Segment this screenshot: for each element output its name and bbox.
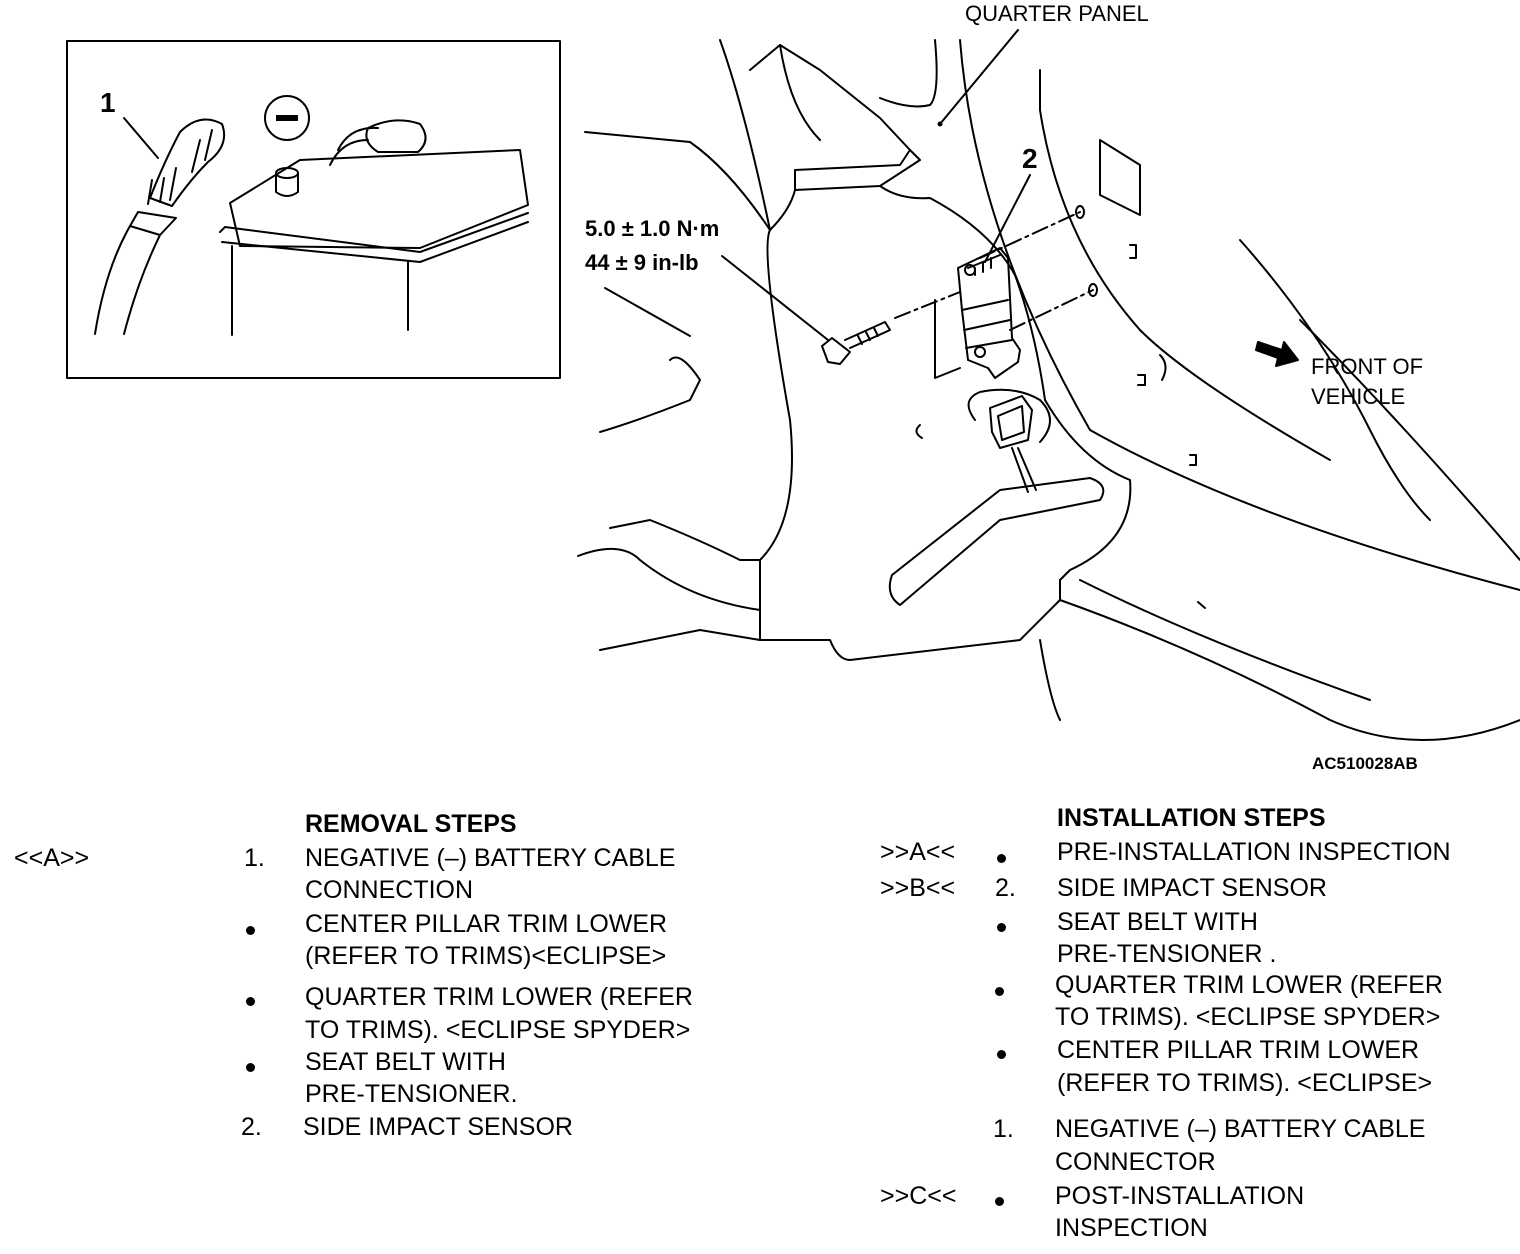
side-impact-sensor [934, 247, 1021, 379]
removal-step-text: PRE-TENSIONER. [305, 1080, 518, 1108]
installation-step-text: INSPECTION [1055, 1214, 1208, 1242]
torque-imperial-label: 44 ± 9 in-lb [585, 250, 699, 275]
item-1-leader [123, 117, 159, 159]
installation-heading: INSTALLATION STEPS [1057, 804, 1326, 832]
front-of-vehicle-label-line2: VEHICLE [1311, 384, 1406, 409]
sensor-connector [989, 395, 1037, 493]
removal-step-text: (REFER TO TRIMS)<ECLIPSE> [305, 942, 667, 970]
installation-step-text: PRE-TENSIONER . [1057, 940, 1277, 968]
removal-step-text: NEGATIVE (–) BATTERY CABLE [305, 844, 676, 872]
removal-heading: REMOVAL STEPS [305, 810, 517, 838]
removal-step-bullet [246, 997, 255, 1006]
installation-step-code: >>A<< [880, 838, 956, 866]
removal-step-number: 1. [244, 844, 265, 872]
installation-step-bullet [997, 923, 1006, 932]
item-2-label: 2 [1022, 143, 1038, 174]
front-of-vehicle-label: FRONT OF [1311, 354, 1424, 379]
alignment-lines [894, 211, 1094, 331]
removal-step-code: <<A>> [14, 844, 90, 872]
vehicle-body-illustration [577, 39, 1520, 741]
installation-step-text: CONNECTOR [1055, 1148, 1216, 1176]
removal-step-text: SEAT BELT WITH [305, 1048, 506, 1076]
item-1-label: 1 [100, 87, 116, 118]
quarter-panel-label: QUARTER PANEL [965, 1, 1149, 26]
removal-step-text: TO TRIMS). <ECLIPSE SPYDER> [305, 1016, 691, 1044]
installation-step-number: 2. [995, 874, 1016, 902]
installation-step-number: 1. [993, 1115, 1014, 1143]
removal-step-text: CENTER PILLAR TRIM LOWER [305, 910, 668, 938]
installation-step-bullet [995, 1197, 1004, 1206]
installation-step-bullet [997, 1050, 1006, 1059]
battery-inset [66, 40, 561, 379]
removal-step-bullet [246, 1063, 255, 1072]
installation-step-bullet [997, 854, 1006, 863]
quarter-panel-leader [939, 29, 1019, 125]
removal-step-text: QUARTER TRIM LOWER (REFER [305, 983, 693, 1011]
installation-step-code: >>B<< [880, 874, 956, 902]
removal-step-number: 2. [241, 1113, 262, 1141]
torque-leader [721, 255, 829, 341]
installation-step-text: PRE-INSTALLATION INSPECTION [1057, 838, 1451, 866]
negative-battery-cable [94, 118, 226, 335]
installation-step-code: >>C<< [880, 1182, 957, 1210]
mounting-bolt [821, 321, 891, 365]
inset-frame [66, 40, 561, 379]
installation-step-text: SIDE IMPACT SENSOR [1057, 874, 1327, 902]
installation-step-text: SEAT BELT WITH [1057, 908, 1258, 936]
front-arrow [1255, 341, 1299, 367]
installation-step-text: NEGATIVE (–) BATTERY CABLE [1055, 1115, 1426, 1143]
removal-step-text: SIDE IMPACT SENSOR [303, 1113, 573, 1141]
torque-metric-label: 5.0 ± 1.0 N·m [585, 216, 720, 241]
removal-step-text: CONNECTION [305, 876, 474, 904]
figure-id: AC510028AB [1312, 754, 1418, 773]
installation-step-bullet [995, 987, 1004, 996]
item-2-leader [984, 174, 1031, 263]
installation-step-text: CENTER PILLAR TRIM LOWER [1057, 1036, 1420, 1064]
removal-step-bullet [246, 926, 255, 935]
battery-illustration [219, 119, 529, 336]
installation-step-text: TO TRIMS). <ECLIPSE SPYDER> [1055, 1003, 1441, 1031]
installation-step-text: POST-INSTALLATION [1055, 1182, 1305, 1210]
installation-step-text: (REFER TO TRIMS). <ECLIPSE> [1057, 1069, 1433, 1097]
installation-step-text: QUARTER TRIM LOWER (REFER [1055, 971, 1443, 999]
